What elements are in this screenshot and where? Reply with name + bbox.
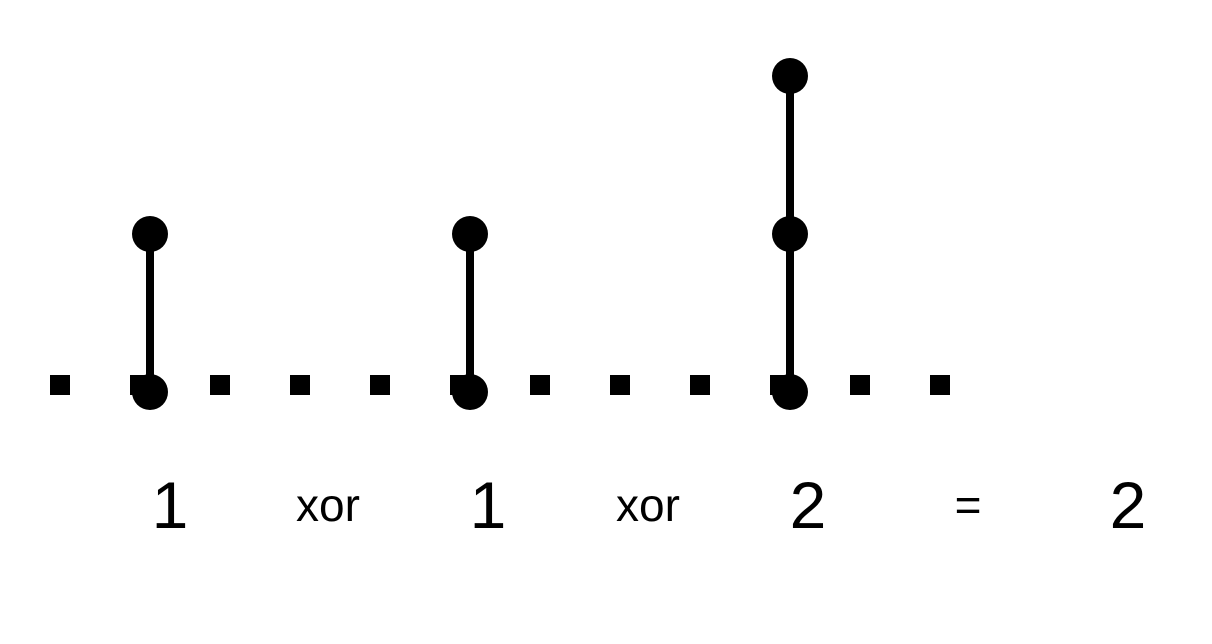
piece-col1-0 bbox=[132, 374, 168, 410]
board-square-9 bbox=[690, 375, 710, 395]
equals-sign: = bbox=[954, 479, 982, 531]
board-square-11 bbox=[850, 375, 870, 395]
board-square-1 bbox=[50, 375, 70, 395]
xor-operator-1: xor bbox=[296, 479, 360, 531]
term-3-label: 2 bbox=[789, 468, 827, 542]
piece-col3-1 bbox=[772, 216, 808, 252]
board-square-8 bbox=[610, 375, 630, 395]
board-square-12 bbox=[930, 375, 950, 395]
term-1-label: 1 bbox=[151, 468, 189, 542]
board-square-3 bbox=[210, 375, 230, 395]
piece-col1-1 bbox=[132, 216, 168, 252]
xor-operator-2: xor bbox=[616, 479, 680, 531]
piece-col3-2 bbox=[772, 58, 808, 94]
board-square-4 bbox=[290, 375, 310, 395]
board-square-5 bbox=[370, 375, 390, 395]
piece-col2-0 bbox=[452, 374, 488, 410]
term-2-label: 1 bbox=[469, 468, 507, 542]
board-square-7 bbox=[530, 375, 550, 395]
result-label: 2 bbox=[1109, 468, 1147, 542]
piece-col3-0 bbox=[772, 374, 808, 410]
piece-col2-1 bbox=[452, 216, 488, 252]
